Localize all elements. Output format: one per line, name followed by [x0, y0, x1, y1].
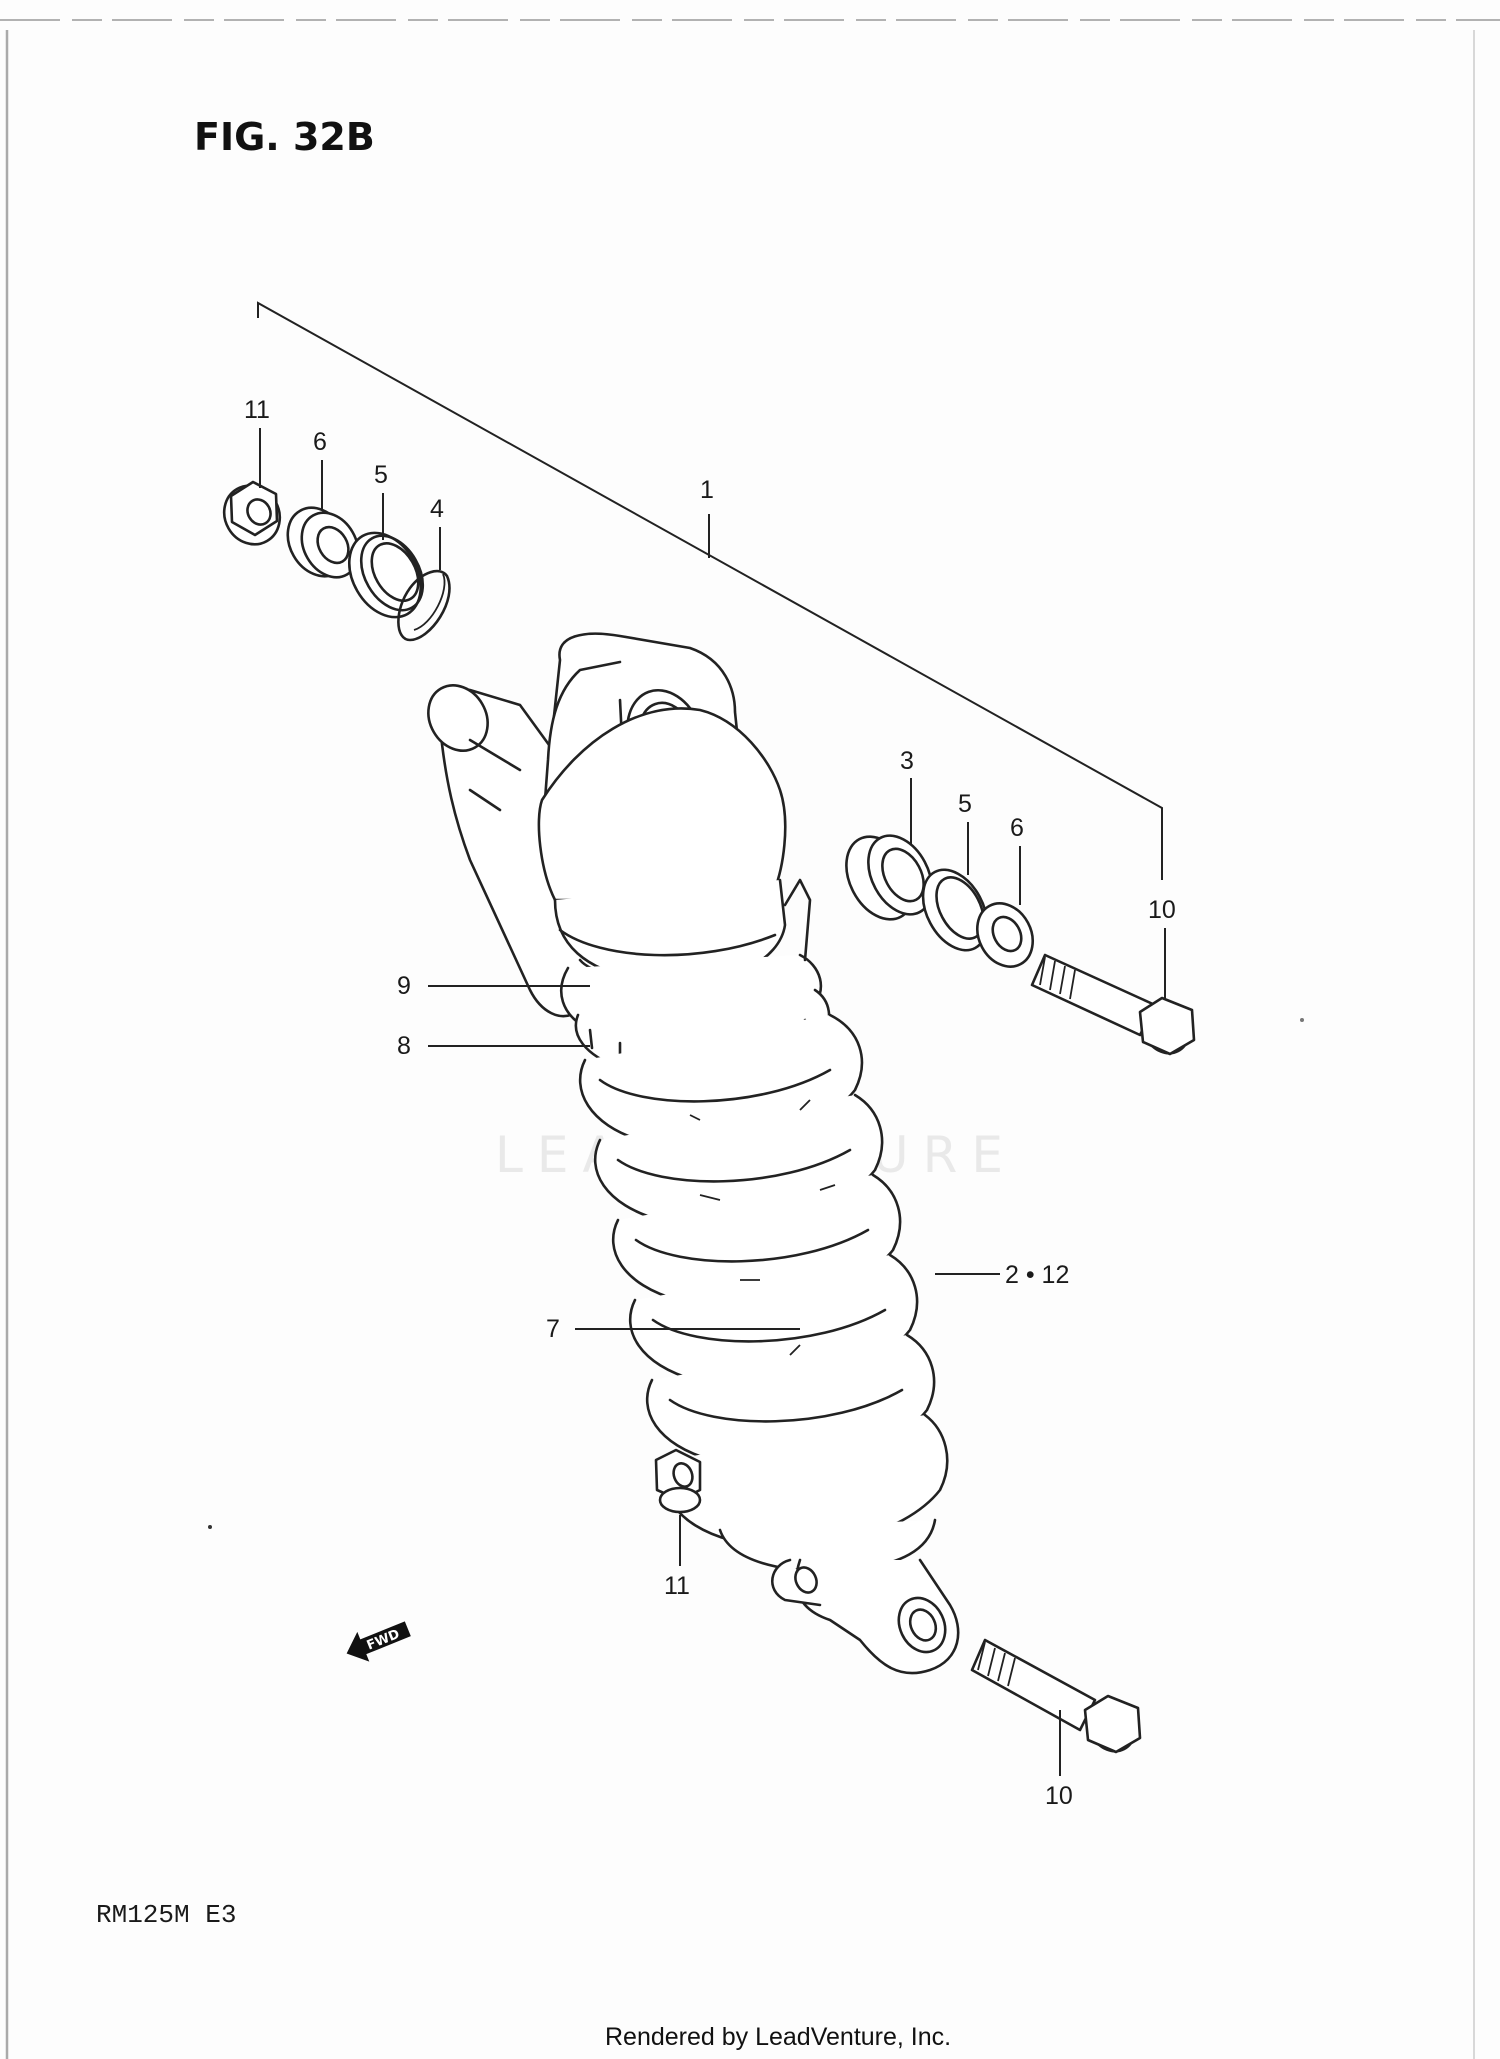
- assembly-bracket: [257, 301, 1163, 880]
- footer-credit: Rendered by LeadVenture, Inc.: [605, 2023, 951, 2051]
- scan-border: [0, 19, 1500, 2059]
- callout-2-12: 2 • 12: [1005, 1261, 1069, 1289]
- spacer-right: [976, 902, 1034, 968]
- callout-9: 9: [397, 972, 411, 1000]
- callout-4: 4: [430, 495, 444, 523]
- callout-8: 8: [397, 1032, 411, 1060]
- dust-seal-right: [921, 868, 989, 952]
- callout-10-right: 10: [1148, 896, 1176, 924]
- bolt-bottom: [970, 1638, 1142, 1754]
- callout-10-bottom: 10: [1045, 1782, 1073, 1810]
- shock-absorber: [427, 632, 960, 1675]
- callout-7: 7: [546, 1315, 560, 1343]
- callout-5-top: 5: [374, 461, 388, 489]
- model-code: RM125M E3: [96, 1900, 236, 1930]
- flange-nut-top: [222, 480, 282, 546]
- flange-nut-bottom: [654, 1448, 702, 1514]
- bolt-right: [1030, 953, 1196, 1056]
- callout-11-bottom: 11: [664, 1572, 690, 1600]
- figure-title: FIG. 32B: [194, 115, 375, 159]
- callout-5-right: 5: [958, 790, 972, 818]
- bearing-right: [845, 834, 933, 921]
- dust-seal-top: [348, 531, 425, 619]
- callout-6-right: 6: [1010, 814, 1024, 842]
- callout-3: 3: [900, 747, 914, 775]
- callout-11-top: 11: [244, 396, 270, 424]
- spacer-top: [286, 506, 360, 579]
- callout-1: 1: [700, 476, 714, 504]
- fwd-arrow-icon: FWD: [346, 1621, 411, 1662]
- circlip: [397, 569, 451, 642]
- callout-6-top: 6: [313, 428, 327, 456]
